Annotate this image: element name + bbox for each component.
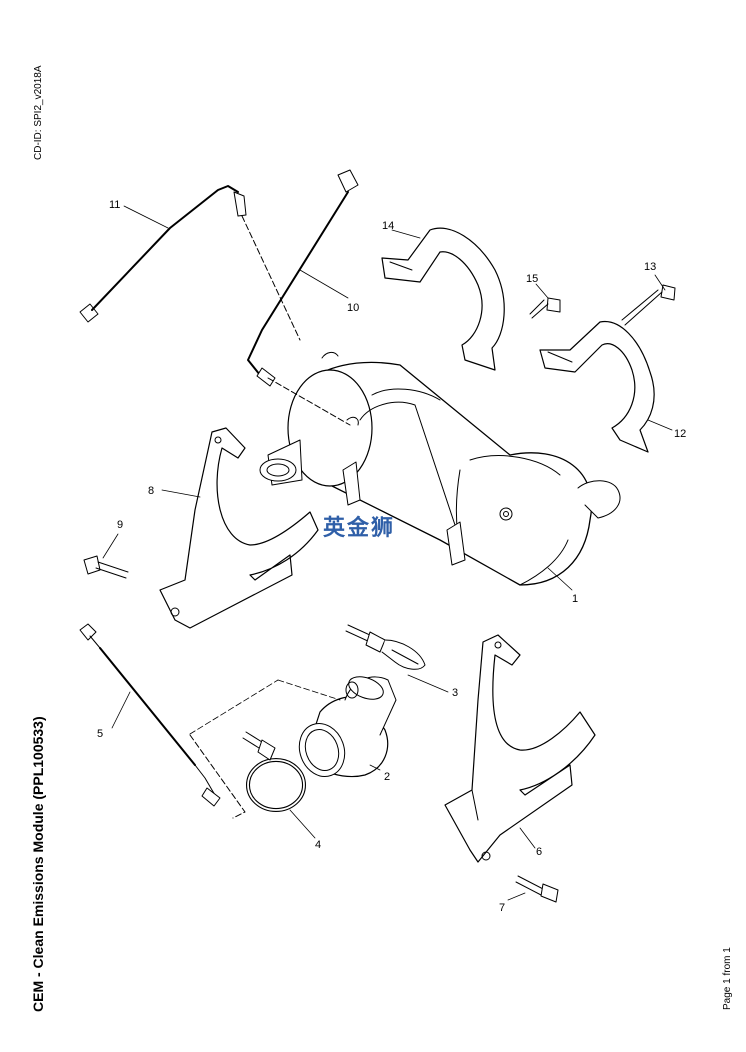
part-7-bolt xyxy=(515,875,559,903)
part-11-sensor-harness xyxy=(79,185,301,341)
callout-1: 1 xyxy=(572,593,578,605)
callout-9: 9 xyxy=(117,519,123,531)
leader-lines xyxy=(102,205,673,901)
part-13-bolt xyxy=(621,284,676,326)
callout-3: 3 xyxy=(452,687,458,699)
watermark-text: 英金狮 xyxy=(323,516,396,541)
callout-10: 10 xyxy=(347,302,359,314)
part-2-coupling-pipe xyxy=(298,676,397,778)
part-6-support-bracket xyxy=(444,634,596,863)
callout-labels: 1 2 3 4 5 6 7 8 9 10 11 12 13 14 15 xyxy=(97,199,686,914)
callout-11: 11 xyxy=(109,199,120,211)
part-1-emissions-module xyxy=(259,351,621,586)
callout-6: 6 xyxy=(536,846,542,858)
part-15-bolt xyxy=(529,297,561,319)
part-14-mounting-strap xyxy=(381,227,505,371)
part-8-support-bracket xyxy=(159,427,319,629)
part-4-band-clamp xyxy=(242,731,306,812)
callout-15: 15 xyxy=(526,273,538,285)
part-5-sensor-harness xyxy=(79,623,246,819)
part-9-bolt xyxy=(83,555,129,579)
part-3-sensor-plug xyxy=(345,624,426,670)
callout-14: 14 xyxy=(382,220,394,232)
callout-12: 12 xyxy=(674,428,686,440)
part-10-sensor-harness xyxy=(247,169,359,426)
part-12-mounting-strap xyxy=(539,320,655,453)
callout-5: 5 xyxy=(97,728,103,740)
callout-7: 7 xyxy=(499,902,505,914)
callout-4: 4 xyxy=(315,839,321,851)
callout-13: 13 xyxy=(644,261,656,273)
callout-8: 8 xyxy=(148,485,154,497)
callout-2: 2 xyxy=(384,771,390,783)
